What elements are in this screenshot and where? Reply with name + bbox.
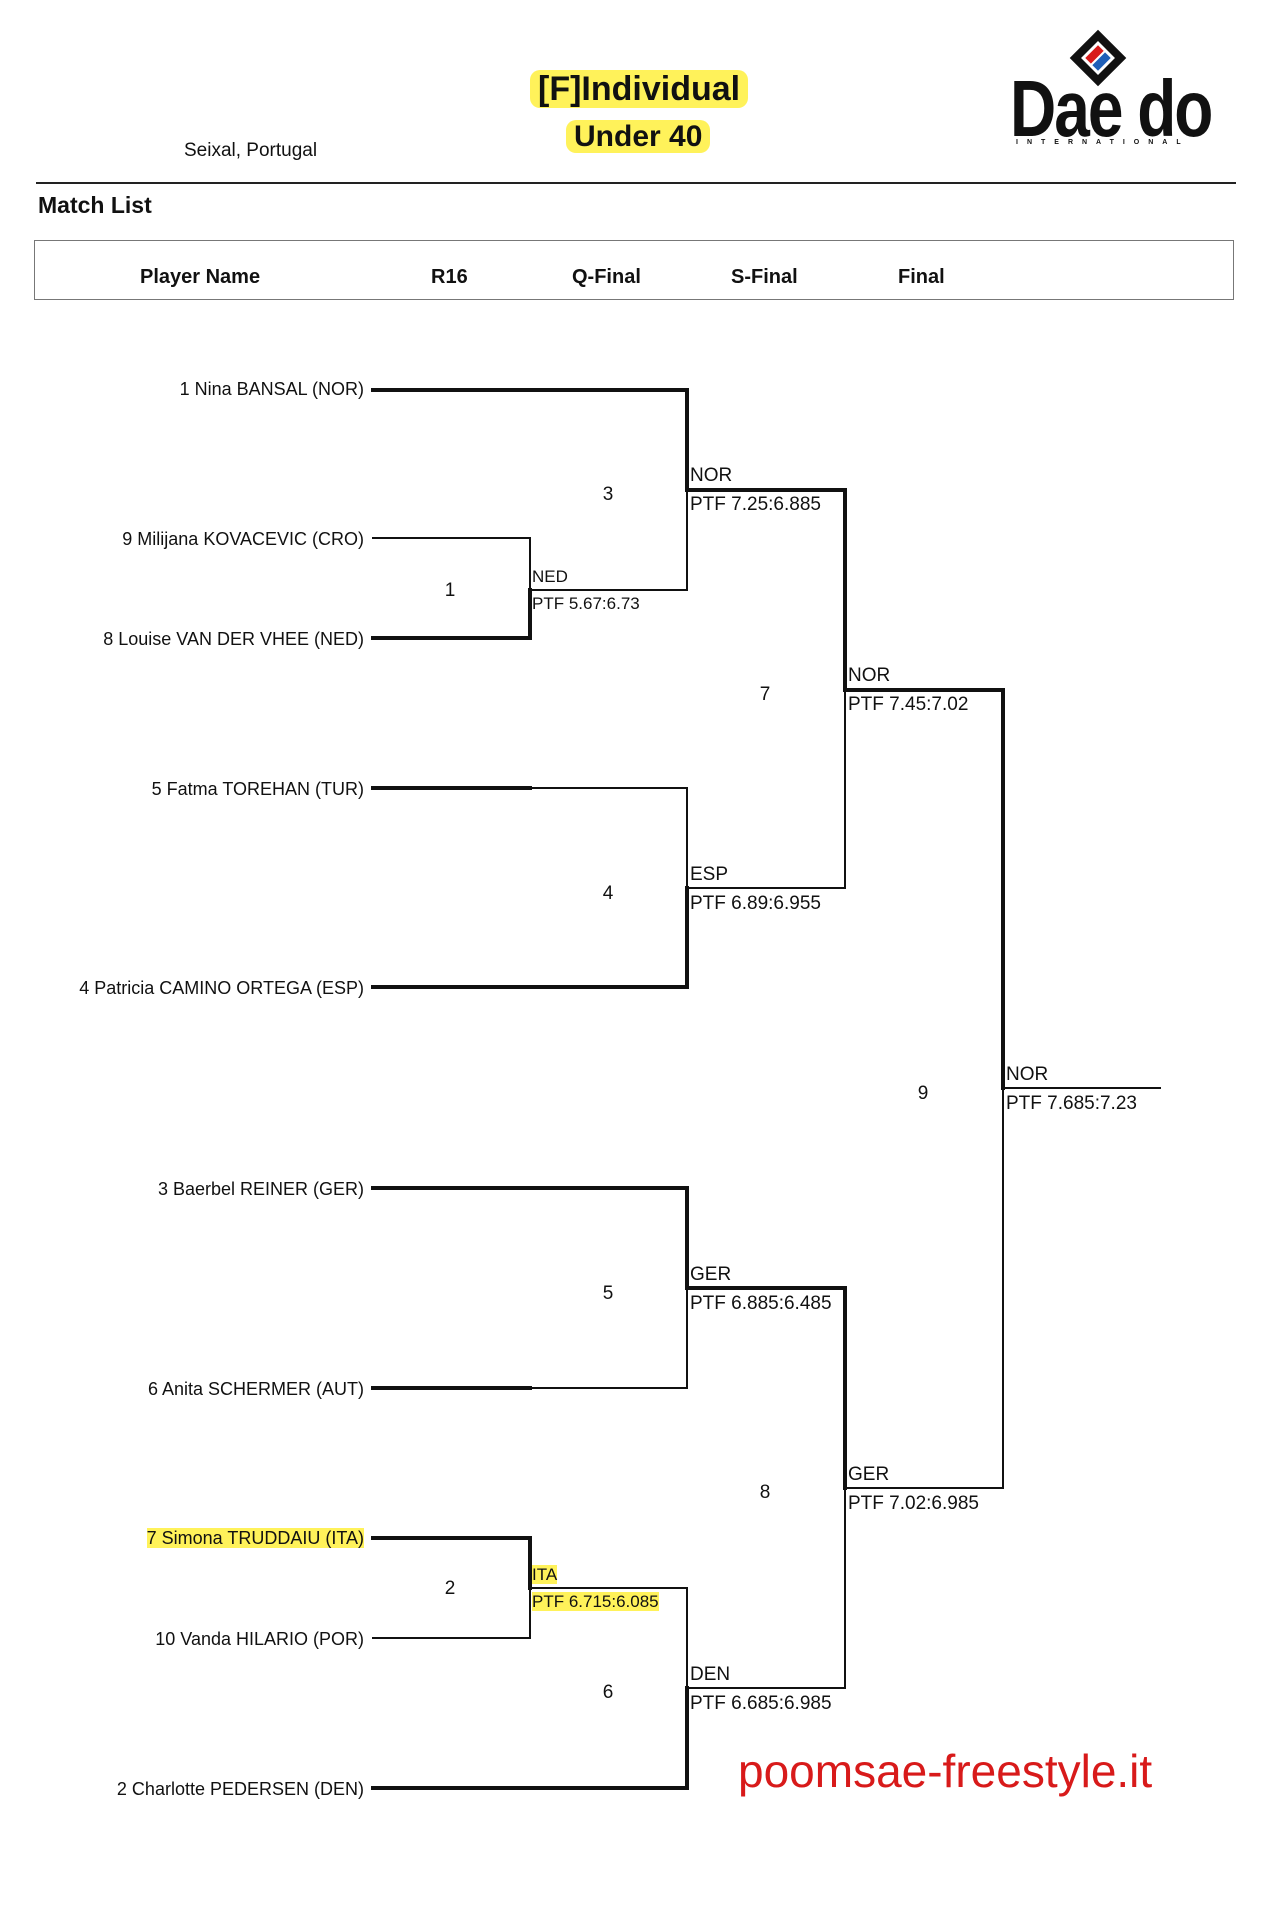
logo-subtext: INTERNATIONAL bbox=[1016, 139, 1190, 146]
match-4-winner: ESP bbox=[690, 864, 729, 885]
player-1-bansal: 1 Nina BANSAL (NOR) bbox=[179, 379, 364, 399]
event-location: Seixal, Portugal bbox=[184, 140, 318, 161]
watermark-text: poomsae-freestyle.it bbox=[738, 1745, 1153, 1797]
match-7-score: PTF 7.45:7.02 bbox=[848, 694, 969, 715]
match-2-score: PTF 6.715:6.085 bbox=[532, 1592, 659, 1611]
player-3-reiner: 3 Baerbel REINER (GER) bbox=[157, 1179, 364, 1199]
player-4-camino-ortega: 4 Patricia CAMINO ORTEGA (ESP) bbox=[79, 978, 364, 998]
player-9-kovacevic: 9 Milijana KOVACEVIC (CRO) bbox=[122, 529, 364, 549]
match-number: 3 bbox=[602, 484, 614, 505]
player-6-schermer: 6 Anita SCHERMER (AUT) bbox=[147, 1379, 364, 1399]
column-final: Final bbox=[898, 266, 945, 288]
player-10-hilario: 10 Vanda HILARIO (POR) bbox=[155, 1629, 364, 1649]
column-s-final: S-Final bbox=[731, 266, 798, 288]
match-5-score: PTF 6.885:6.485 bbox=[690, 1293, 832, 1314]
event-title: [F]Individual bbox=[530, 68, 749, 110]
match-4-score: PTF 6.89:6.955 bbox=[690, 893, 821, 914]
event-category: Under 40 bbox=[566, 118, 711, 156]
match-number: 4 bbox=[602, 883, 614, 904]
match-8-score: PTF 7.02:6.985 bbox=[848, 1493, 979, 1514]
final-winner: NOR bbox=[1006, 1064, 1049, 1085]
player-5-torehan: 5 Fatma TOREHAN (TUR) bbox=[151, 779, 364, 799]
match-5-winner: GER bbox=[690, 1264, 732, 1285]
match-1-winner: NED bbox=[532, 567, 568, 586]
match-number: 6 bbox=[602, 1682, 614, 1703]
match-6-score: PTF 6.685:6.985 bbox=[690, 1693, 832, 1714]
final-score: PTF 7.685:7.23 bbox=[1006, 1093, 1137, 1114]
match-7-winner: NOR bbox=[848, 665, 891, 686]
column-r16: R16 bbox=[431, 266, 468, 288]
column-header-box bbox=[34, 240, 1234, 300]
match-3-winner: NOR bbox=[690, 465, 733, 486]
column-player-name: Player Name bbox=[140, 266, 261, 288]
player-8-van-der-vhee: 8 Louise VAN DER VHEE (NED) bbox=[103, 629, 364, 649]
match-number: 7 bbox=[759, 684, 771, 705]
match-number: 2 bbox=[444, 1578, 456, 1599]
match-2-winner: ITA bbox=[532, 1565, 558, 1584]
match-6-winner: DEN bbox=[690, 1664, 731, 1685]
match-number: 8 bbox=[759, 1482, 771, 1503]
match-3-score: PTF 7.25:6.885 bbox=[690, 494, 821, 515]
column-q-final: Q-Final bbox=[572, 266, 641, 288]
section-title: Match List bbox=[38, 192, 152, 218]
match-1-score: PTF 5.67:6.73 bbox=[532, 594, 640, 613]
header-divider bbox=[36, 182, 1236, 184]
match-8-winner: GER bbox=[848, 1464, 890, 1485]
logo-wordmark: Dae do bbox=[1010, 63, 1213, 154]
match-number: 9 bbox=[917, 1083, 929, 1104]
match-number: 1 bbox=[444, 580, 456, 601]
player-7-truddaiu: 7 Simona TRUDDAIU (ITA) bbox=[146, 1528, 364, 1548]
daedo-logo-icon bbox=[1069, 29, 1127, 87]
match-number: 5 bbox=[602, 1283, 614, 1304]
player-2-pedersen: 2 Charlotte PEDERSEN (DEN) bbox=[116, 1779, 364, 1799]
